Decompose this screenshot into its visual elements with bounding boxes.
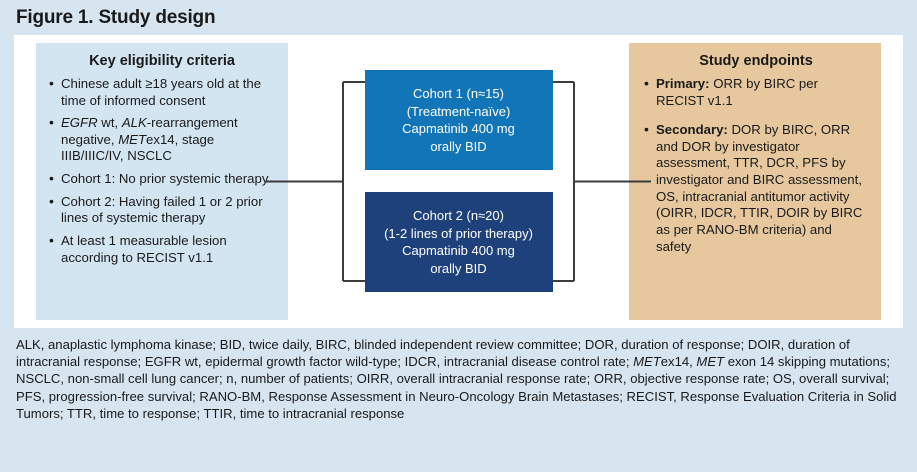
endpoint-text-primary: ORR by BIRC per RECIST v1.1 (656, 75, 818, 108)
cohort-2-subtitle: (1-2 lines of prior therapy) (384, 225, 533, 241)
endpoint-item-primary: Primary: ORR by BIRC per RECIST v1.1 (643, 75, 869, 109)
endpoint-label-secondary: Secondary: (656, 122, 728, 138)
endpoints-panel: Study endpoints Primary: ORR by BIRC per… (629, 42, 881, 320)
cohort-2-drug: Capmatinib 400 mg (402, 243, 515, 259)
cohort-1-title: Cohort 1 (n≈15) (413, 86, 504, 102)
endpoints-list: Primary: ORR by BIRC per RECIST v1.1 Sec… (643, 75, 869, 255)
eligibility-item: At least 1 measurable lesion according t… (48, 232, 276, 266)
endpoint-text-secondary: DOR by BIRC, ORR and DOR by investigator… (656, 122, 863, 254)
cohort-1-box: Cohort 1 (n≈15) (Treatment-naïve) Capmat… (364, 70, 553, 171)
eligibility-heading: Key eligibility criteria (89, 52, 235, 69)
eligibility-item: Cohort 1: No prior systemic therapy (48, 170, 276, 188)
eligibility-panel: Key eligibility criteria Chinese adult ≥… (36, 42, 288, 320)
endpoint-label-primary: Primary: (656, 75, 710, 91)
eligibility-item-text: At least 1 measurable lesion according t… (61, 232, 227, 265)
figure-title: Figure 1. Study design (16, 7, 216, 28)
cohort-1-drug: Capmatinib 400 mg (402, 121, 515, 137)
footnote-gene-metex14: MET (633, 354, 661, 370)
eligibility-item: EGFR wt, ALK-rearrangement negative, MET… (48, 114, 276, 165)
gene-egfr: EGFR (61, 115, 98, 131)
endpoint-item-secondary: Secondary: DOR by BIRC, ORR and DOR by i… (643, 121, 869, 255)
cohort-1-dosing: orally BID (430, 138, 487, 154)
eligibility-item-text: Cohort 2: Having failed 1 or 2 prior lin… (61, 193, 263, 226)
cohort-2-dosing: orally BID (430, 260, 487, 276)
footnote-abbreviations: ALK, anaplastic lymphoma kinase; BID, tw… (16, 336, 897, 422)
endpoints-heading: Study endpoints (699, 52, 813, 69)
eligibility-item: Cohort 2: Having failed 1 or 2 prior lin… (48, 193, 276, 227)
diagram-card: Key eligibility criteria Chinese adult ≥… (14, 34, 903, 328)
eligibility-list: Chinese adult ≥18 years old at the time … (48, 75, 276, 266)
footnote-gene-met: MET (696, 354, 725, 370)
cohort-2-title: Cohort 2 (n≈20) (413, 208, 504, 224)
gene-alk: ALK (121, 115, 147, 131)
eligibility-item: Chinese adult ≥18 years old at the time … (48, 75, 276, 109)
cohort-1-subtitle: (Treatment-naïve) (406, 103, 511, 119)
cohort-2-box: Cohort 2 (n≈20) (1-2 lines of prior ther… (364, 192, 553, 293)
cohort-column: Cohort 1 (n≈15) (Treatment-naïve) Capmat… (288, 35, 629, 328)
eligibility-item-text: Cohort 1: No prior systemic therapy (61, 171, 269, 187)
eligibility-item-text: Chinese adult ≥18 years old at the time … (61, 75, 262, 108)
gene-met: MET (118, 131, 147, 147)
